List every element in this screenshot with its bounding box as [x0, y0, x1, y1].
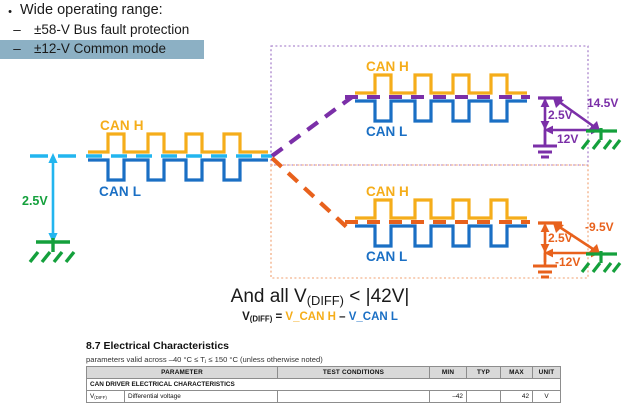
lower-can-l-label: CAN L: [366, 249, 407, 264]
left-offset-arrow: [48, 153, 58, 243]
column-header-test-conditions: TEST CONDITIONS: [277, 366, 430, 379]
lower-total-label: -9.5V: [585, 220, 614, 234]
left-can-h-label: CAN H: [100, 118, 144, 133]
equation-main-prefix: And all V: [230, 286, 307, 307]
column-header-unit: UNIT: [532, 366, 561, 379]
bullet-list: • Wide operating range: – ±58-V Bus faul…: [0, 0, 260, 60]
lower-can-h-label: CAN H: [366, 184, 409, 199]
equation-main-suffix: < |42V|: [343, 286, 410, 307]
dash-icon-2: –: [13, 41, 21, 57]
dash-icon-1: –: [13, 22, 21, 37]
bullet-sub-row-1: – ±58-V Bus fault protection: [0, 21, 260, 37]
lower-region-box: [270, 164, 589, 279]
table-section-row: CAN DRIVER ELECTRICAL CHARACTERISTICS: [86, 378, 561, 391]
upper-can-l-label: CAN L: [366, 124, 407, 139]
row-unit: V: [532, 390, 561, 403]
left-can-l-waveform: [88, 158, 268, 182]
row-typ: [466, 390, 501, 403]
left-ground-icon: [28, 238, 76, 264]
bullet-sub-row-2-highlighted: – ±12-V Common mode: [0, 40, 204, 60]
equation-sub-can-h: V_CAN H: [285, 311, 336, 323]
equation-sub-minus: –: [335, 311, 349, 323]
equation-block: And all V(DIFF) < |42V| V(DIFF) = V_CAN …: [0, 286, 640, 324]
bullet-sub-label-1: ±58-V Bus fault protection: [34, 22, 190, 37]
can-bus-common-mode-diagram: CAN H CAN L 2.5V CAN H CAN L: [22, 45, 622, 279]
bullet-dot-icon: •: [8, 6, 12, 18]
column-header-min: MIN: [429, 366, 467, 379]
upper-total-label: 14.5V: [587, 96, 618, 110]
row-min: –42: [429, 390, 467, 403]
left-offset-label: 2.5V: [22, 194, 48, 208]
upper-supply-label: 12V: [557, 132, 578, 146]
datasheet-title: 8.7 Electrical Characteristics: [86, 340, 230, 352]
upper-can-h-waveform: [355, 73, 527, 95]
equation-sub-lead-subscript: (DIFF): [249, 314, 273, 324]
bullet-sub-label-2: ±12-V Common mode: [34, 41, 166, 57]
lower-can-h-waveform: [355, 198, 527, 220]
table-row: V(DIFF) Differential voltage –42 42 V: [86, 390, 561, 403]
lower-offset-label: 2.5V: [548, 231, 573, 245]
upper-measurement-group: [533, 96, 600, 159]
table-section-label: CAN DRIVER ELECTRICAL CHARACTERISTICS: [86, 378, 561, 391]
equation-sub: V(DIFF) = V_CAN H – V_CAN L: [0, 311, 640, 324]
table-header-row: PARAMETER TEST CONDITIONS MIN TYP MAX UN…: [86, 366, 561, 379]
electrical-characteristics-table: PARAMETER TEST CONDITIONS MIN TYP MAX UN…: [86, 366, 561, 403]
lower-supply-label: -12V: [555, 255, 580, 269]
upper-can-l-waveform: [355, 99, 527, 123]
lower-ground-icon: [580, 251, 622, 273]
left-can-h-waveform: [88, 132, 268, 154]
equation-main-subscript: (DIFF): [306, 292, 344, 308]
row-max: 42: [500, 390, 533, 403]
row-parameter: Differential voltage: [124, 390, 278, 403]
left-can-l-label: CAN L: [99, 184, 141, 199]
row-test-conditions: [277, 390, 430, 403]
equation-sub-equals: =: [272, 311, 286, 323]
column-header-parameter: PARAMETER: [86, 366, 278, 379]
upper-offset-label: 2.5V: [548, 108, 573, 122]
column-header-typ: TYP: [466, 366, 501, 379]
bullet-main-label: Wide operating range:: [20, 2, 163, 18]
upper-can-h-label: CAN H: [366, 59, 409, 74]
lower-branch-line: [270, 156, 354, 234]
equation-sub-can-l: V_CAN L: [348, 311, 398, 323]
datasheet-note: parameters valid across –40 °C ≤ Tⱼ ≤ 15…: [86, 355, 323, 364]
upper-branch-line: [270, 95, 354, 158]
equation-sub-lead: V: [242, 311, 250, 323]
row-symbol: V(DIFF): [86, 390, 125, 403]
upper-ground-icon: [580, 128, 622, 150]
column-header-max: MAX: [500, 366, 533, 379]
lower-can-l-waveform: [355, 224, 527, 248]
datasheet-excerpt: 8.7 Electrical Characteristics parameter…: [86, 340, 561, 403]
bullet-main-row: • Wide operating range:: [0, 0, 260, 21]
equation-main: And all V(DIFF) < |42V|: [0, 286, 640, 308]
